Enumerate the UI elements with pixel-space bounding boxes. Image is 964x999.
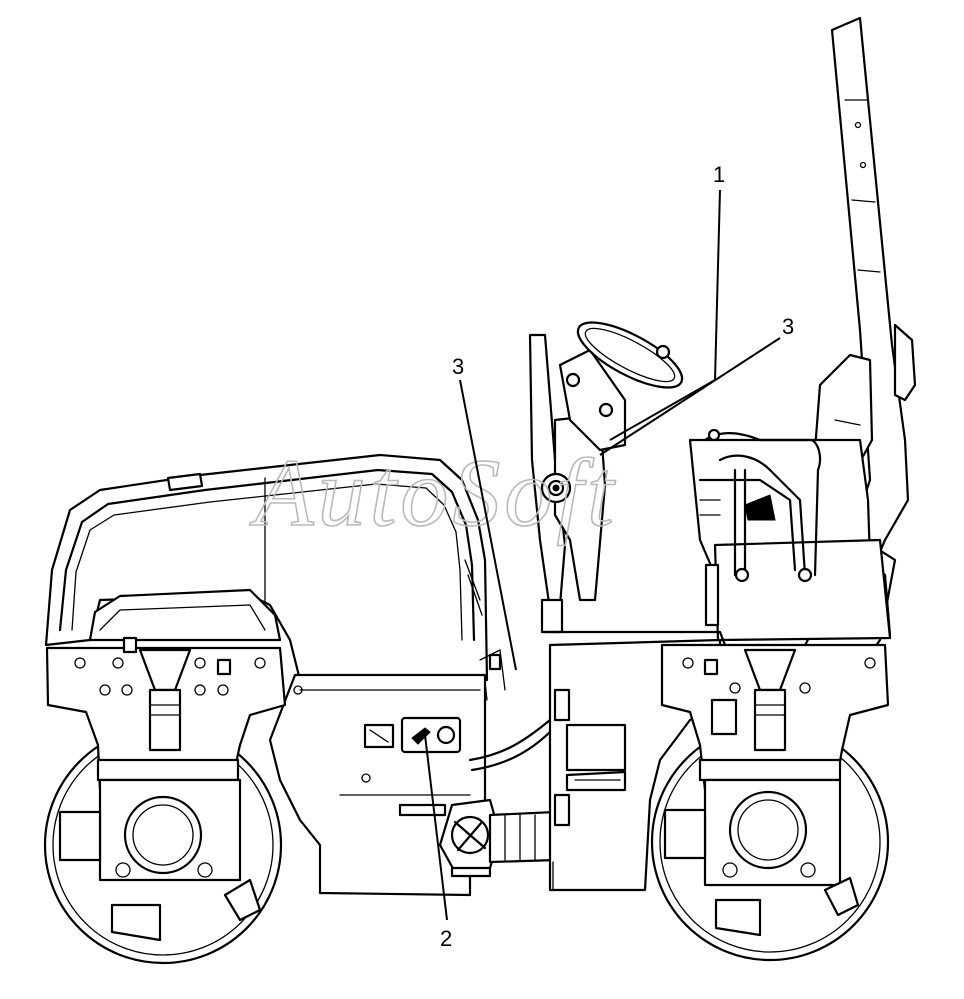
leader-2: [424, 734, 448, 921]
callout-3-left: 3: [452, 354, 464, 379]
callout-1: 1: [713, 162, 725, 187]
articulation-joint: [438, 649, 559, 878]
callout-3-right: 3: [782, 314, 794, 339]
leader-3-right: [599, 337, 781, 456]
front-drum-assembly: [43, 636, 287, 965]
callout-leaders: [424, 189, 781, 921]
callout-2: 2: [440, 926, 452, 951]
leader-3-left: [459, 379, 517, 671]
watermark-text: AutoSoft: [249, 439, 618, 546]
engine-hood: [44, 453, 489, 682]
steering-column: [528, 321, 684, 634]
leader-1: [714, 189, 721, 381]
leader-1b: [609, 379, 716, 441]
rear-drum-assembly: [650, 643, 890, 962]
rear-engine-block: [688, 428, 892, 642]
